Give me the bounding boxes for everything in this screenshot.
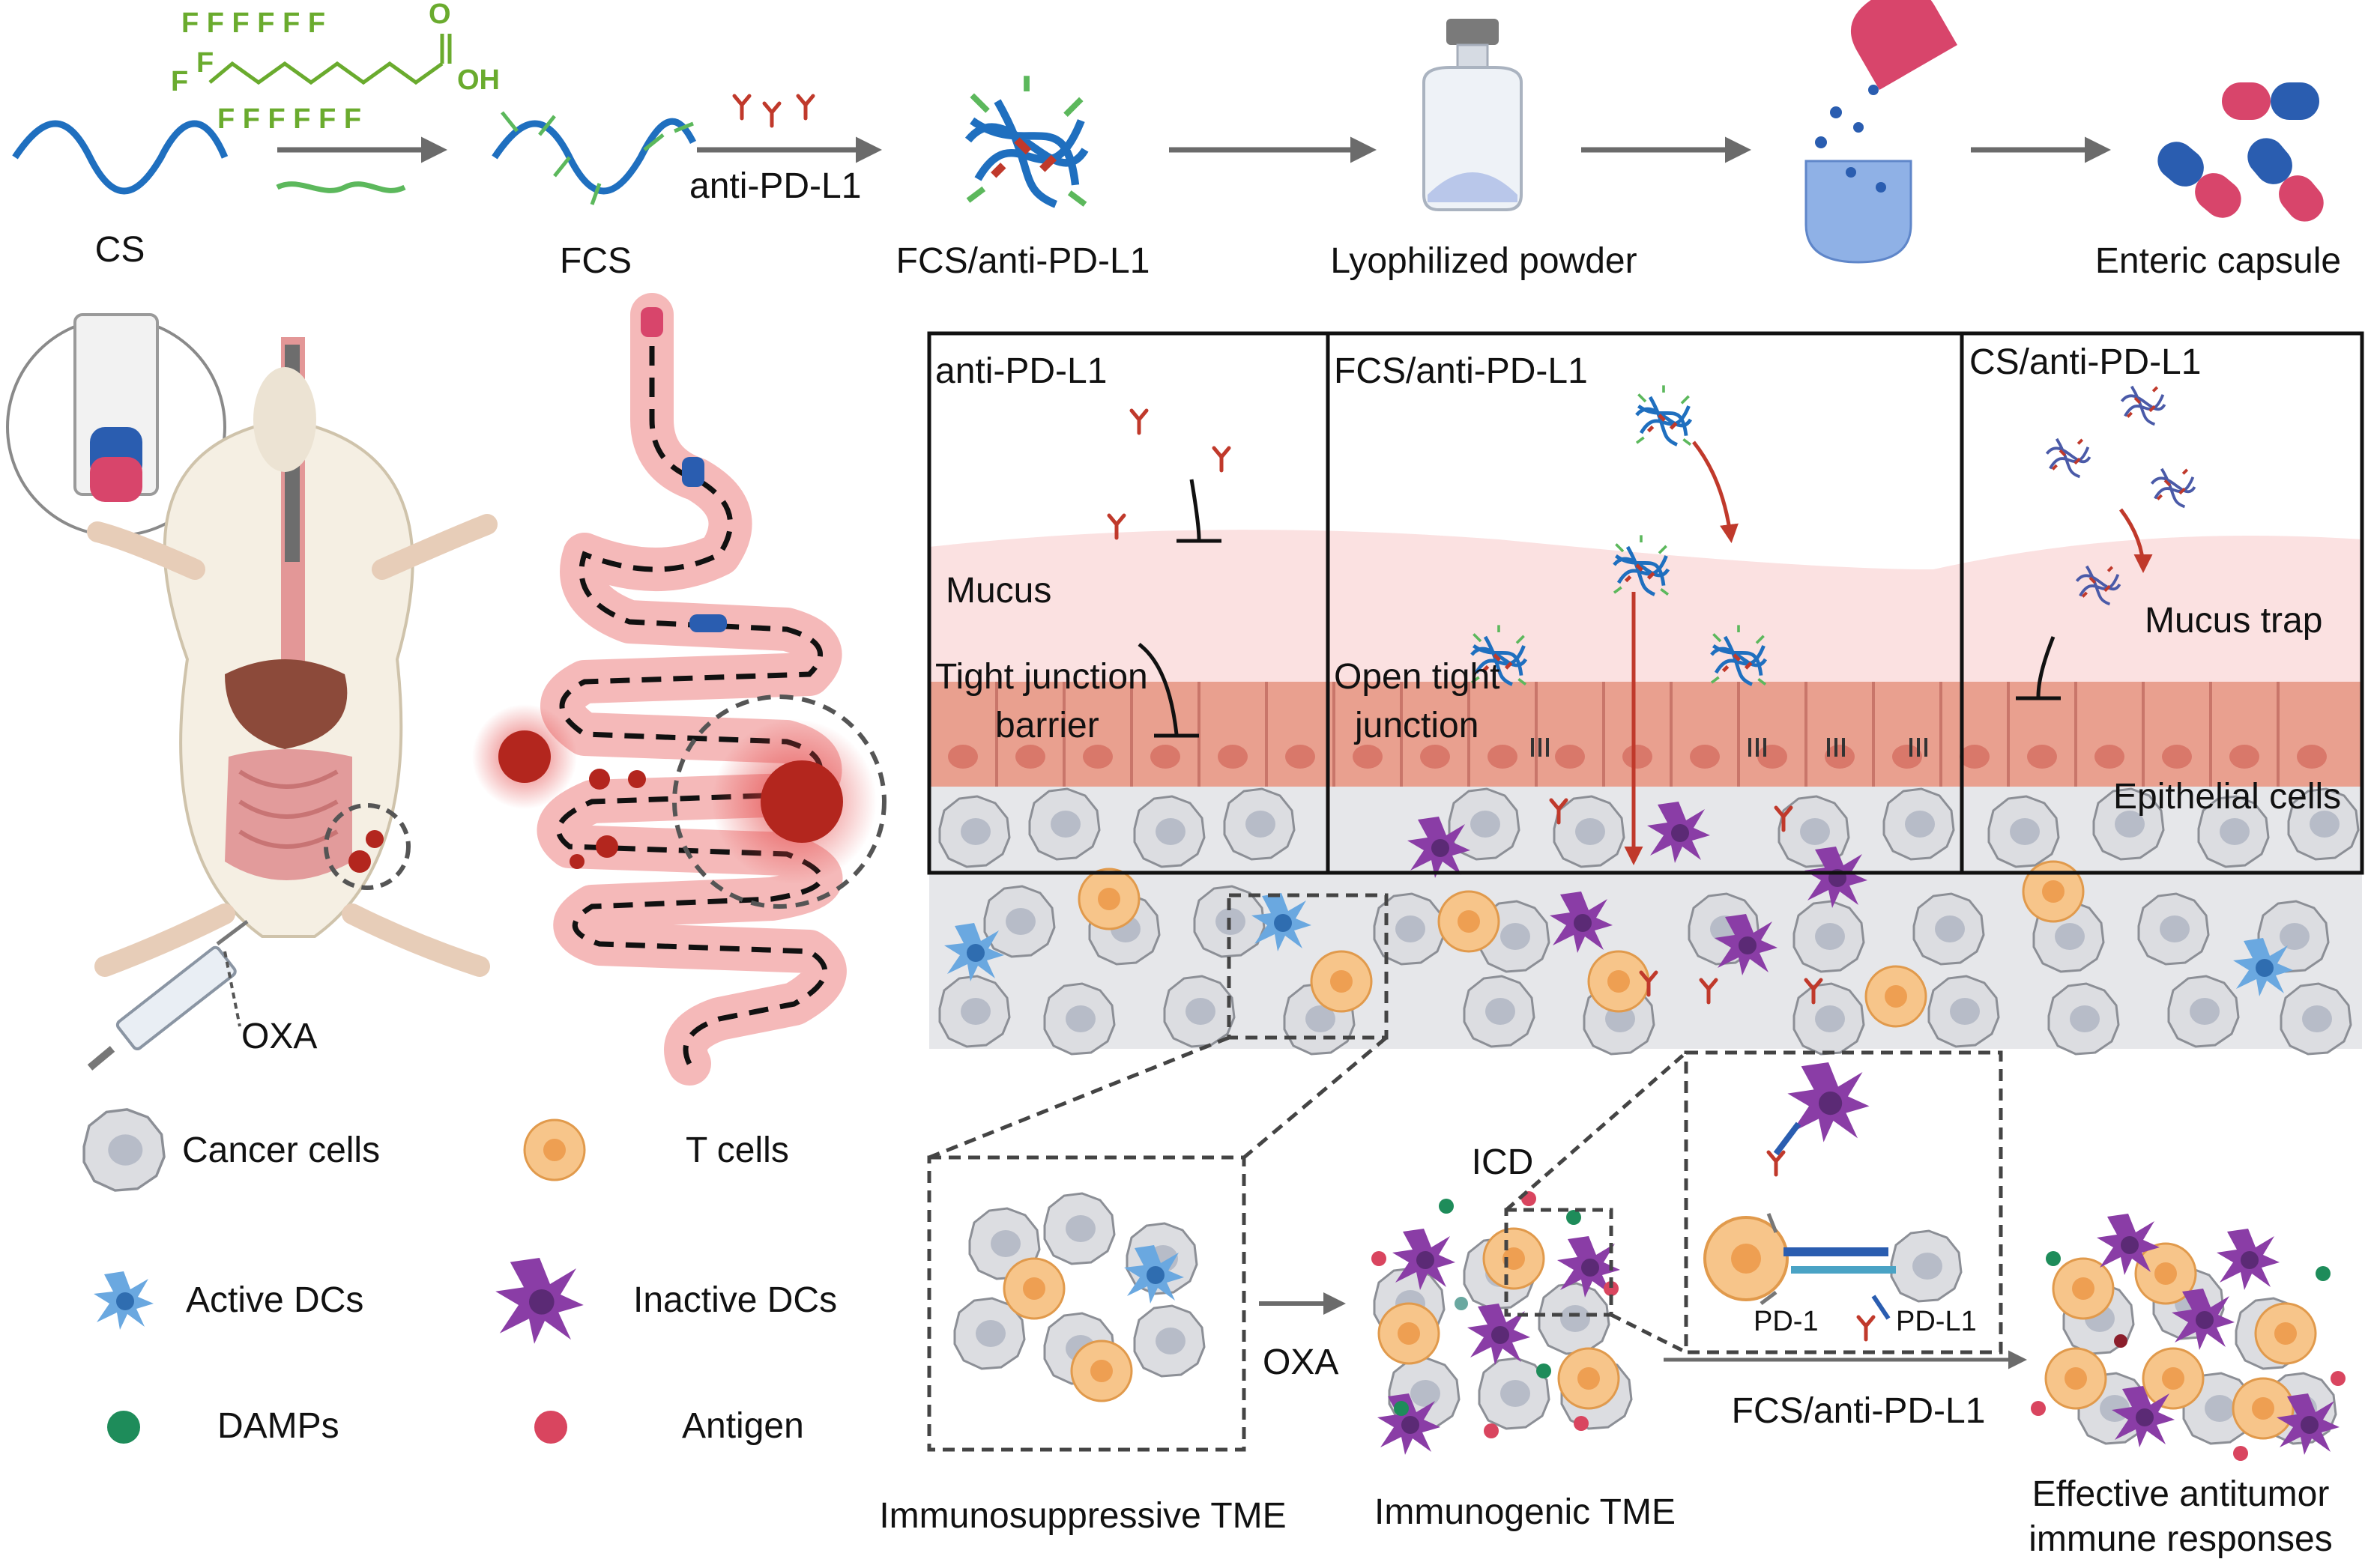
immunogenic-cluster [1371, 1191, 1633, 1455]
formula-icon [208, 34, 452, 85]
vial-icon [1422, 19, 1523, 211]
label-barrier: barrier [995, 706, 1099, 745]
label-pd1: PD-1 [1754, 1306, 1819, 1337]
cs-chain-icon [12, 120, 229, 195]
formula-oh: OH [457, 64, 500, 96]
panel-frame [927, 331, 2364, 875]
label-immunosuppressive: Immunosuppressive TME [879, 1496, 1287, 1536]
formula-f-mid: F [196, 47, 214, 79]
label-fcs-anti-bottom: FCS/anti-PD-L1 [1731, 1391, 1986, 1431]
legend-icons [82, 1108, 586, 1444]
panel3-content [2016, 380, 2198, 700]
panel1-content [1109, 411, 1229, 738]
label-fcs: FCS [560, 241, 632, 281]
fcs-chain-icon [492, 111, 697, 205]
legend-antigen: Antigen [682, 1406, 804, 1446]
legend-cancer-cells: Cancer cells [182, 1130, 381, 1170]
enteric-capsule-icon [2157, 82, 2324, 222]
label-mucus-trap: Mucus trap [2145, 601, 2323, 641]
label-effective: Effective antitumor immune responses [2029, 1474, 2333, 1559]
label-anti-pd-l1-top: anti-PD-L1 [689, 166, 862, 206]
zoom-box-2 [927, 1155, 1246, 1452]
label-mucus: Mucus [946, 571, 1052, 611]
effective-cluster [2031, 1214, 2346, 1461]
intestine-icon [472, 293, 887, 1086]
formula-f-left: F [171, 66, 189, 97]
label-epithelial: Epithelial cells [2113, 777, 2342, 817]
zoom-box-3 [1504, 1208, 1613, 1317]
panel1-title: anti-PD-L1 [935, 351, 1108, 391]
nanoparticle-icon [968, 76, 1085, 208]
legend-t-cells: T cells [686, 1130, 789, 1170]
formula-f-top: F F F F F F [181, 7, 326, 39]
label-fcs-anti-top: FCS/anti-PD-L1 [895, 241, 1150, 281]
label-junction: junction [1355, 706, 1479, 745]
panel3-title: CS/anti-PD-L1 [1969, 342, 2202, 382]
suppressive-cluster [953, 1192, 1206, 1402]
panel-group [928, 333, 2362, 1049]
fluorinated-tail-icon [276, 181, 406, 193]
label-open-tight: Open tight [1334, 657, 1500, 697]
zoom-box-4 [1684, 1050, 2003, 1354]
formula-o: O [429, 0, 451, 30]
mouse-icon [6, 313, 498, 977]
label-oxa-left: OXA [241, 1017, 318, 1056]
legend-damps: DAMPs [217, 1406, 339, 1446]
formula-f-bottom: F F F F F F [217, 103, 362, 135]
label-enteric: Enteric capsule [2094, 241, 2342, 281]
label-tight-junction: Tight junction [935, 657, 1148, 697]
panel2-title: FCS/anti-PD-L1 [1334, 351, 1588, 391]
panel2-content [1472, 385, 1927, 865]
label-immunogenic: Immunogenic TME [1374, 1492, 1676, 1532]
label-oxa-bottom: OXA [1263, 1343, 1339, 1382]
label-lyophilized: Lyophilized powder [1330, 241, 1637, 281]
syringe-icon [87, 920, 249, 1071]
checkpoint-icon [1703, 1062, 1963, 1340]
legend-active-dcs: Active DCs [186, 1280, 364, 1320]
capsule-fill-icon [1804, 0, 1957, 264]
zoom-box-1 [1227, 893, 1389, 1040]
label-icd: ICD [1471, 1142, 1534, 1182]
antibody-icon [734, 96, 813, 126]
label-cs: CS [94, 230, 145, 270]
label-pdl1: PD-L1 [1896, 1306, 1977, 1337]
legend-inactive-dcs: Inactive DCs [633, 1280, 838, 1320]
